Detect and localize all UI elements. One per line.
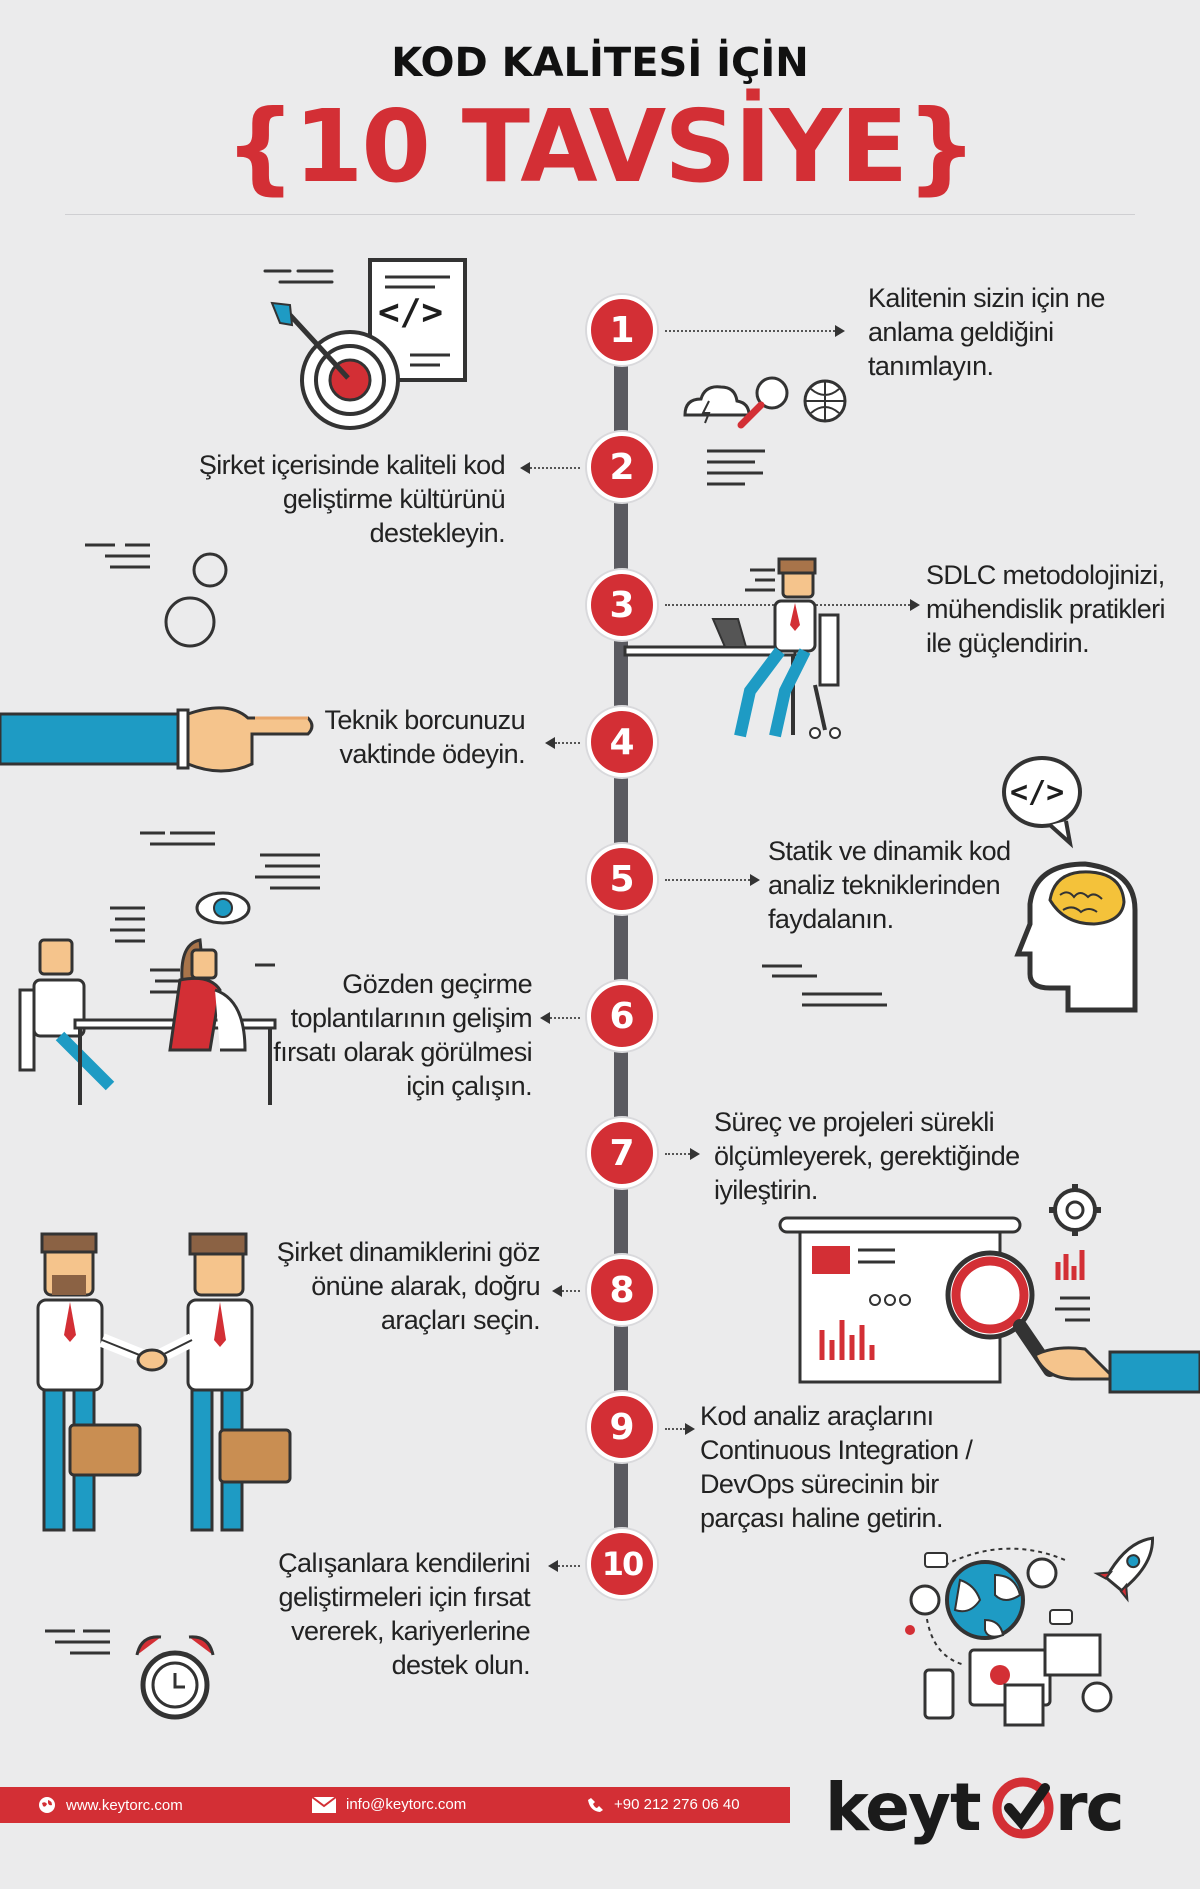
step-2-circle: 2 xyxy=(587,432,657,502)
tip-6-text: Gözden geçirme toplantılarının gelişim f… xyxy=(273,969,532,1101)
step-8-circle: 8 xyxy=(587,1255,657,1325)
speed-lines xyxy=(263,269,334,284)
user-icon-2 xyxy=(1026,1557,1058,1589)
footer-email-text: info@keytorc.com xyxy=(346,1796,467,1813)
tip-7-text: Süreç ve projeleri sürekli ölçümleyerek,… xyxy=(714,1107,1020,1205)
connector-9 xyxy=(665,1428,685,1430)
board-roller xyxy=(778,1216,1022,1234)
briefcase-icon xyxy=(68,1423,142,1477)
code-tag-1: </> xyxy=(378,292,444,333)
book-icon xyxy=(1043,1633,1102,1677)
web-icons-group xyxy=(683,376,847,486)
connector-1 xyxy=(665,330,835,332)
connector-10-arrow xyxy=(548,1560,558,1572)
step-6-circle: 6 xyxy=(587,981,657,1051)
connector-7 xyxy=(665,1153,690,1155)
connector-7-arrow xyxy=(690,1148,700,1160)
text-lines xyxy=(707,449,765,486)
title-main: {10 TAVSİYE} xyxy=(224,88,978,205)
code-tag-2: </> xyxy=(1010,775,1065,810)
footer-email[interactable]: info@keytorc.com xyxy=(311,1795,467,1813)
connector-8 xyxy=(562,1290,580,1292)
tip-4-text: Teknik borcunuzu vaktinde ödeyin. xyxy=(324,705,525,769)
target-illustration xyxy=(263,258,467,430)
connector-4 xyxy=(555,742,580,744)
connector-6-arrow xyxy=(540,1012,550,1024)
user-icon-1 xyxy=(909,1584,941,1616)
footer-phone-text: +90 212 276 06 40 xyxy=(614,1796,740,1813)
connector-3-arrow xyxy=(910,599,920,611)
bubbles-decoration xyxy=(85,543,228,648)
handshake-icon xyxy=(136,1348,168,1372)
code-speech-bubble xyxy=(1002,756,1082,849)
connector-8-arrow xyxy=(552,1285,562,1297)
alarm-clock-illustration xyxy=(45,1629,215,1720)
tip-2-text: Şirket içerisinde kaliteli kod geliştirm… xyxy=(198,450,506,548)
title-top: KOD KALİTESİ İÇİN xyxy=(391,40,809,86)
handshake-illustration xyxy=(36,1232,292,1532)
footer-website-text: www.keytorc.com xyxy=(66,1796,183,1814)
sleeve xyxy=(0,712,182,766)
phone-small-icon xyxy=(588,1797,603,1812)
brain-head-icon xyxy=(1014,861,1138,1013)
step-4-circle: 4 xyxy=(587,707,657,777)
analytics-illustration xyxy=(778,1184,1200,1394)
header-divider xyxy=(65,214,1135,215)
globe-small-icon xyxy=(39,1797,55,1813)
connector-2 xyxy=(530,467,580,469)
paper-icon xyxy=(1003,1683,1045,1727)
timeline-line xyxy=(614,320,628,1570)
pointing-hand-icon xyxy=(186,706,314,773)
connector-4-arrow xyxy=(545,737,555,749)
step-7-circle: 7 xyxy=(587,1118,657,1188)
keytorc-logo: keytorc key t rc xyxy=(825,1769,1165,1852)
footer-phone[interactable]: +90 212 276 06 40 xyxy=(588,1796,740,1813)
connector-10 xyxy=(558,1565,580,1567)
footer-website[interactable]: www.keytorc.com xyxy=(38,1796,183,1814)
svg-text:rc: rc xyxy=(1055,1769,1123,1846)
user-icon-3 xyxy=(1081,1681,1113,1713)
developer-desk-illustration xyxy=(623,557,841,739)
desk xyxy=(623,645,797,657)
cloud-icon xyxy=(683,385,751,417)
step-10-circle: 10 xyxy=(587,1529,657,1599)
tip-8-text: Şirket dinamiklerini göz önüne alarak, d… xyxy=(276,1237,541,1335)
briefcase-icon-2 xyxy=(218,1428,292,1484)
step-3-circle: 3 xyxy=(587,570,657,640)
connector-6 xyxy=(550,1017,580,1019)
footer-bar xyxy=(0,1787,790,1823)
magnifier-icon xyxy=(755,376,789,410)
step-5-circle: 5 xyxy=(587,844,657,914)
tip-5-text: Statik ve dinamik kod analiz tekniklerin… xyxy=(768,836,1011,934)
pointing-hand-illustration xyxy=(0,706,314,773)
mail-icon xyxy=(311,1795,337,1813)
keytorc-logo-mark: key t rc xyxy=(825,1769,1125,1846)
tip-3-text: SDLC metodolojinizi, mühendislik pratikl… xyxy=(926,560,1166,658)
tip-10-text: Çalışanlara kendilerini geliştirmeleri i… xyxy=(278,1548,530,1680)
meeting-illustration xyxy=(18,831,320,1105)
connector-5 xyxy=(665,879,750,881)
laptop-icon xyxy=(711,618,748,648)
connector-2-arrow xyxy=(520,462,530,474)
svg-text:t: t xyxy=(950,1769,982,1846)
svg-text:key: key xyxy=(825,1769,950,1846)
step-1-circle: 1 xyxy=(587,295,657,365)
step-9-circle: 9 xyxy=(587,1392,657,1462)
tip-1-text: Kalitenin sizin için ne anlama geldiğini… xyxy=(868,283,1105,381)
tip-9-text: Kod analiz araçlarını Continuous Integra… xyxy=(700,1401,973,1533)
connector-9-arrow xyxy=(685,1423,695,1435)
phone-icon xyxy=(923,1668,955,1720)
connector-5-arrow xyxy=(750,874,760,886)
rocket-icon xyxy=(1093,1536,1154,1603)
network-illustration xyxy=(905,1536,1154,1727)
gear-icon xyxy=(1049,1184,1101,1236)
speed-lines-5 xyxy=(762,964,887,1007)
connector-1-arrow xyxy=(835,325,845,337)
